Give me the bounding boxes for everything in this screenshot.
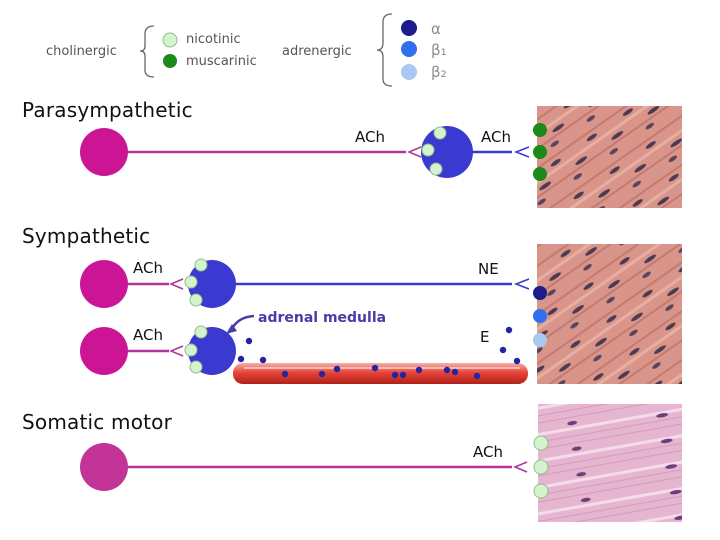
- epinephrine-molecule: [372, 365, 378, 371]
- muscarinic-receptor: [533, 123, 547, 137]
- nicotinic-receptor: [434, 127, 446, 139]
- adrenal-medulla-arrow: [232, 316, 254, 329]
- smooth-muscle-tissue-symp: [537, 244, 682, 384]
- epinephrine-molecule: [392, 372, 398, 378]
- somatic-motor-cell: [80, 443, 128, 491]
- beta1-receptor: [533, 309, 547, 323]
- epinephrine-molecule: [452, 369, 458, 375]
- nicotinic-receptor: [185, 276, 197, 288]
- epinephrine-molecule: [474, 373, 480, 379]
- nicotinic-receptor: [534, 460, 548, 474]
- legend-alpha-dot: [401, 20, 417, 36]
- nicotinic-receptor: [422, 144, 434, 156]
- nicotinic-receptor: [190, 294, 202, 306]
- blood-vessel: [233, 363, 528, 384]
- epinephrine-molecule: [238, 356, 244, 362]
- symp-synapse-mark: [171, 279, 183, 289]
- epinephrine-molecule: [506, 327, 512, 333]
- legend-beta2-dot: [401, 64, 417, 80]
- smooth-muscle-tissue-para: [537, 106, 682, 208]
- epinephrine-molecule: [334, 366, 340, 372]
- nicotinic-receptor: [534, 484, 548, 498]
- nicotinic-receptor: [190, 361, 202, 373]
- epinephrine-molecule: [514, 358, 520, 364]
- nicotinic-receptor: [430, 163, 442, 175]
- adrenal-synapse-mark: [171, 346, 183, 356]
- epinephrine-molecule: [444, 367, 450, 373]
- epinephrine-molecule: [500, 347, 506, 353]
- nicotinic-receptor: [534, 436, 548, 450]
- legend-muscarinic-dot: [163, 54, 177, 68]
- legend-nicotinic-dot: [163, 33, 177, 47]
- epinephrine-molecule: [246, 338, 252, 344]
- para-preganglionic-cell: [80, 128, 128, 176]
- para-synapse-mark: [409, 147, 421, 157]
- epinephrine-molecule: [260, 357, 266, 363]
- somatic-target-synapse-mark: [515, 462, 527, 472]
- adrenal-preganglionic-cell: [80, 327, 128, 375]
- muscarinic-receptor: [533, 145, 547, 159]
- epinephrine-molecule: [416, 367, 422, 373]
- legend-beta1-dot: [401, 41, 417, 57]
- legend-adrenergic-brace: [377, 14, 392, 86]
- epinephrine-molecule: [400, 372, 406, 378]
- muscarinic-receptor: [533, 167, 547, 181]
- symp-target-synapse-mark: [516, 279, 529, 289]
- nicotinic-receptor: [185, 344, 197, 356]
- symp-preganglionic-cell: [80, 260, 128, 308]
- alpha-receptor: [533, 286, 547, 300]
- nicotinic-receptor: [195, 326, 207, 338]
- para-target-synapse-mark: [516, 147, 529, 157]
- epinephrine-molecule: [319, 371, 325, 377]
- beta2-receptor: [533, 333, 547, 347]
- nicotinic-receptor: [195, 259, 207, 271]
- legend-cholinergic-brace: [140, 26, 154, 77]
- epinephrine-molecule: [282, 371, 288, 377]
- skeletal-muscle-tissue: [538, 404, 682, 522]
